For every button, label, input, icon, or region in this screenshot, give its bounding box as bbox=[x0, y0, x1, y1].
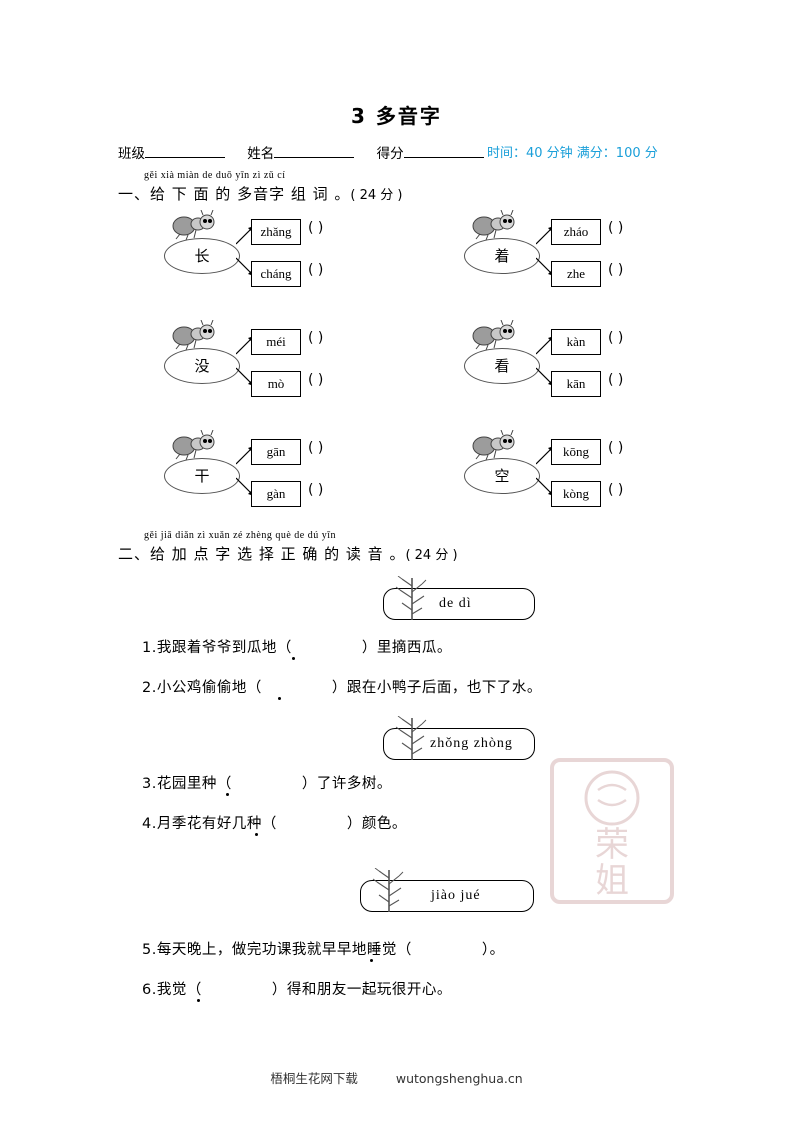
ant-icon bbox=[172, 430, 215, 460]
footer-left: 梧桐生花网下载 bbox=[270, 1071, 358, 1086]
emphasis-dot bbox=[226, 793, 229, 796]
question-5-post: ）。 bbox=[481, 942, 505, 958]
reading-box-kong-1: kōng bbox=[551, 439, 601, 465]
score-label: 得分 bbox=[376, 146, 404, 162]
answer-blank[interactable]: ( ) bbox=[308, 440, 324, 456]
question-1-post: ）里摘西瓜。 bbox=[361, 640, 452, 656]
student-info-line: 班级 姓名 得分 bbox=[118, 142, 678, 162]
question-2: 2.小公鸡偷偷地（ ）跟在小鸭子后面，也下了水。 bbox=[142, 676, 542, 697]
section-2-heading-text: 二、给 加 点 字 选 择 正 确 的 读 音 。 bbox=[118, 545, 406, 563]
question-3-pre: 花园里种（ bbox=[156, 776, 232, 792]
ant-icon bbox=[472, 430, 515, 460]
question-2-post: ）跟在小鸭子后面，也下了水。 bbox=[331, 680, 542, 696]
choice-box-de-di[interactable]: de dì bbox=[383, 588, 535, 620]
section-2-score: ( 24 分 ) bbox=[405, 548, 458, 563]
base-char-kan: 看 bbox=[464, 348, 540, 384]
base-char-kong: 空 bbox=[464, 458, 540, 494]
ant-icon bbox=[472, 210, 515, 240]
footer-right: wutongshenghua.cn bbox=[395, 1071, 523, 1086]
reading-box-gan-1: gān bbox=[251, 439, 301, 465]
question-3: 3.花园里种（ ）了许多树。 bbox=[142, 772, 392, 793]
watermark-stamp: 荣 姐 bbox=[550, 758, 674, 904]
tree-icon bbox=[395, 716, 427, 760]
choice-box-zhong[interactable]: zhǒng zhòng bbox=[383, 728, 535, 760]
svg-text:荣: 荣 bbox=[595, 825, 629, 865]
section-1-score: ( 24 分 ) bbox=[350, 188, 403, 203]
class-blank[interactable] bbox=[145, 143, 225, 158]
reading-box-zhe-1: zháo bbox=[551, 219, 601, 245]
question-1-pre: 我跟着爷爷到瓜地（ bbox=[156, 640, 292, 656]
base-char-mei: 没 bbox=[164, 348, 240, 384]
class-label: 班级 bbox=[118, 146, 145, 162]
answer-blank[interactable]: ( ) bbox=[608, 372, 624, 388]
question-5-pre: 每天晚上，做完功课我就早早地睡觉（ bbox=[156, 942, 412, 958]
question-4-num: 4. bbox=[142, 816, 157, 832]
section-2-heading: 二、给 加 点 字 选 择 正 确 的 读 音 。( 24 分 ) bbox=[118, 545, 458, 563]
tree-icon bbox=[372, 868, 404, 912]
choice-options-2: zhǒng zhòng bbox=[430, 736, 513, 751]
question-4-post: ）颜色。 bbox=[346, 816, 407, 832]
answer-blank[interactable]: ( ) bbox=[608, 482, 624, 498]
question-4-pre: 月季花有好几种（ bbox=[156, 816, 277, 832]
question-2-pre: 小公鸡偷偷地（ bbox=[156, 680, 262, 696]
question-6-num: 6. bbox=[142, 982, 157, 998]
section-2-pinyin: gěi jiā diǎn zì xuǎn zé zhèng què de dú … bbox=[144, 530, 336, 541]
emphasis-dot bbox=[370, 959, 373, 962]
ant-icon bbox=[172, 210, 215, 240]
question-6-pre: 我觉（ bbox=[156, 982, 202, 998]
answer-blank[interactable]: ( ) bbox=[308, 220, 324, 236]
question-3-num: 3. bbox=[142, 776, 157, 792]
answer-blank[interactable]: ( ) bbox=[308, 372, 324, 388]
reading-box-mei-2: mò bbox=[251, 371, 301, 397]
choice-options-3: jiào jué bbox=[431, 888, 481, 903]
reading-box-mei-1: méi bbox=[251, 329, 301, 355]
question-6-post: ）得和朋友一起玩很开心。 bbox=[271, 982, 452, 998]
answer-blank[interactable]: ( ) bbox=[308, 330, 324, 346]
answer-blank[interactable]: ( ) bbox=[608, 440, 624, 456]
emphasis-dot bbox=[292, 657, 295, 660]
question-3-post: ）了许多树。 bbox=[301, 776, 392, 792]
section-1-header: gěi xià miàn de duō yīn zì zǔ cí 一、给 下 面… bbox=[118, 170, 402, 204]
reading-box-zhang-1: zhǎng bbox=[251, 219, 301, 245]
question-5: 5.每天晚上，做完功课我就早早地睡觉（ ）。 bbox=[142, 938, 505, 959]
question-1: 1.我跟着爷爷到瓜地（ ）里摘西瓜。 bbox=[142, 636, 452, 657]
section-1-heading: 一、给 下 面 的 多音字 组 词 。( 24 分 ) bbox=[118, 185, 402, 203]
tree-icon bbox=[395, 576, 427, 620]
answer-blank[interactable]: ( ) bbox=[308, 262, 324, 278]
question-4: 4.月季花有好几种（ ）颜色。 bbox=[142, 812, 407, 833]
svg-text:姐: 姐 bbox=[595, 861, 629, 901]
base-char-zhang: 长 bbox=[164, 238, 240, 274]
base-char-gan: 干 bbox=[164, 458, 240, 494]
question-2-num: 2. bbox=[142, 680, 157, 696]
reading-box-kan-1: kàn bbox=[551, 329, 601, 355]
reading-box-kong-2: kòng bbox=[551, 481, 601, 507]
base-char-zhe: 着 bbox=[464, 238, 540, 274]
emphasis-dot bbox=[197, 999, 200, 1002]
answer-blank[interactable]: ( ) bbox=[608, 330, 624, 346]
question-6: 6.我觉（ ）得和朋友一起玩很开心。 bbox=[142, 978, 452, 999]
section-1-pinyin: gěi xià miàn de duō yīn zì zǔ cí bbox=[144, 170, 286, 181]
ant-icon bbox=[472, 320, 515, 350]
answer-blank[interactable]: ( ) bbox=[308, 482, 324, 498]
time-and-total-info: 时间：40 分钟 满分：100 分 bbox=[487, 146, 658, 161]
reading-box-zhang-2: cháng bbox=[251, 261, 301, 287]
emphasis-dot bbox=[255, 833, 258, 836]
name-blank[interactable] bbox=[274, 143, 355, 158]
ant-icon bbox=[172, 320, 215, 350]
question-5-num: 5. bbox=[142, 942, 157, 958]
choice-options-1: de dì bbox=[439, 596, 472, 611]
footer: 梧桐生花网下载 wutongshenghua.cn bbox=[0, 1068, 793, 1087]
section-2-header: gěi jiā diǎn zì xuǎn zé zhèng què de dú … bbox=[118, 530, 458, 564]
name-label: 姓名 bbox=[247, 146, 275, 162]
answer-blank[interactable]: ( ) bbox=[608, 262, 624, 278]
question-1-num: 1. bbox=[142, 640, 157, 656]
score-blank[interactable] bbox=[403, 143, 484, 158]
reading-box-zhe-2: zhe bbox=[551, 261, 601, 287]
section-1-heading-text: 一、给 下 面 的 多音字 组 词 。 bbox=[118, 185, 351, 203]
emphasis-dot bbox=[278, 697, 281, 700]
page-title: 3 多音字 bbox=[351, 104, 442, 128]
reading-box-kan-2: kān bbox=[551, 371, 601, 397]
reading-box-gan-2: gàn bbox=[251, 481, 301, 507]
answer-blank[interactable]: ( ) bbox=[608, 220, 624, 236]
